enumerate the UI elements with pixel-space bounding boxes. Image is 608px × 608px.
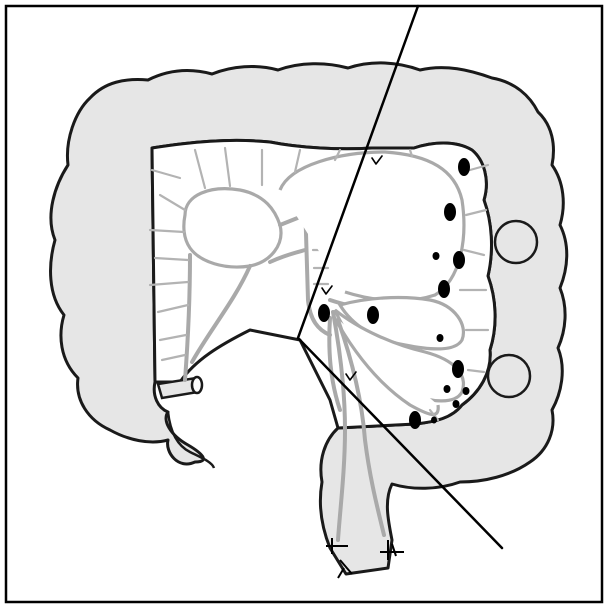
lymph-node [463,387,470,395]
lymph-node [444,203,456,221]
lymph-node [453,251,465,269]
lymph-node [409,411,421,429]
lymph-node [437,334,444,342]
lymph-node [458,158,470,176]
ileum-opening [192,377,202,393]
lymph-node [433,252,440,260]
lymph-node [438,280,450,298]
circle-marker [488,355,530,397]
lymph-node [452,360,464,378]
lymph-node [318,304,330,322]
lymph-node [367,306,379,324]
lymph-node [453,400,460,408]
lymph-node [444,385,451,393]
circle-marker [495,221,537,263]
lymph-node [431,417,437,424]
